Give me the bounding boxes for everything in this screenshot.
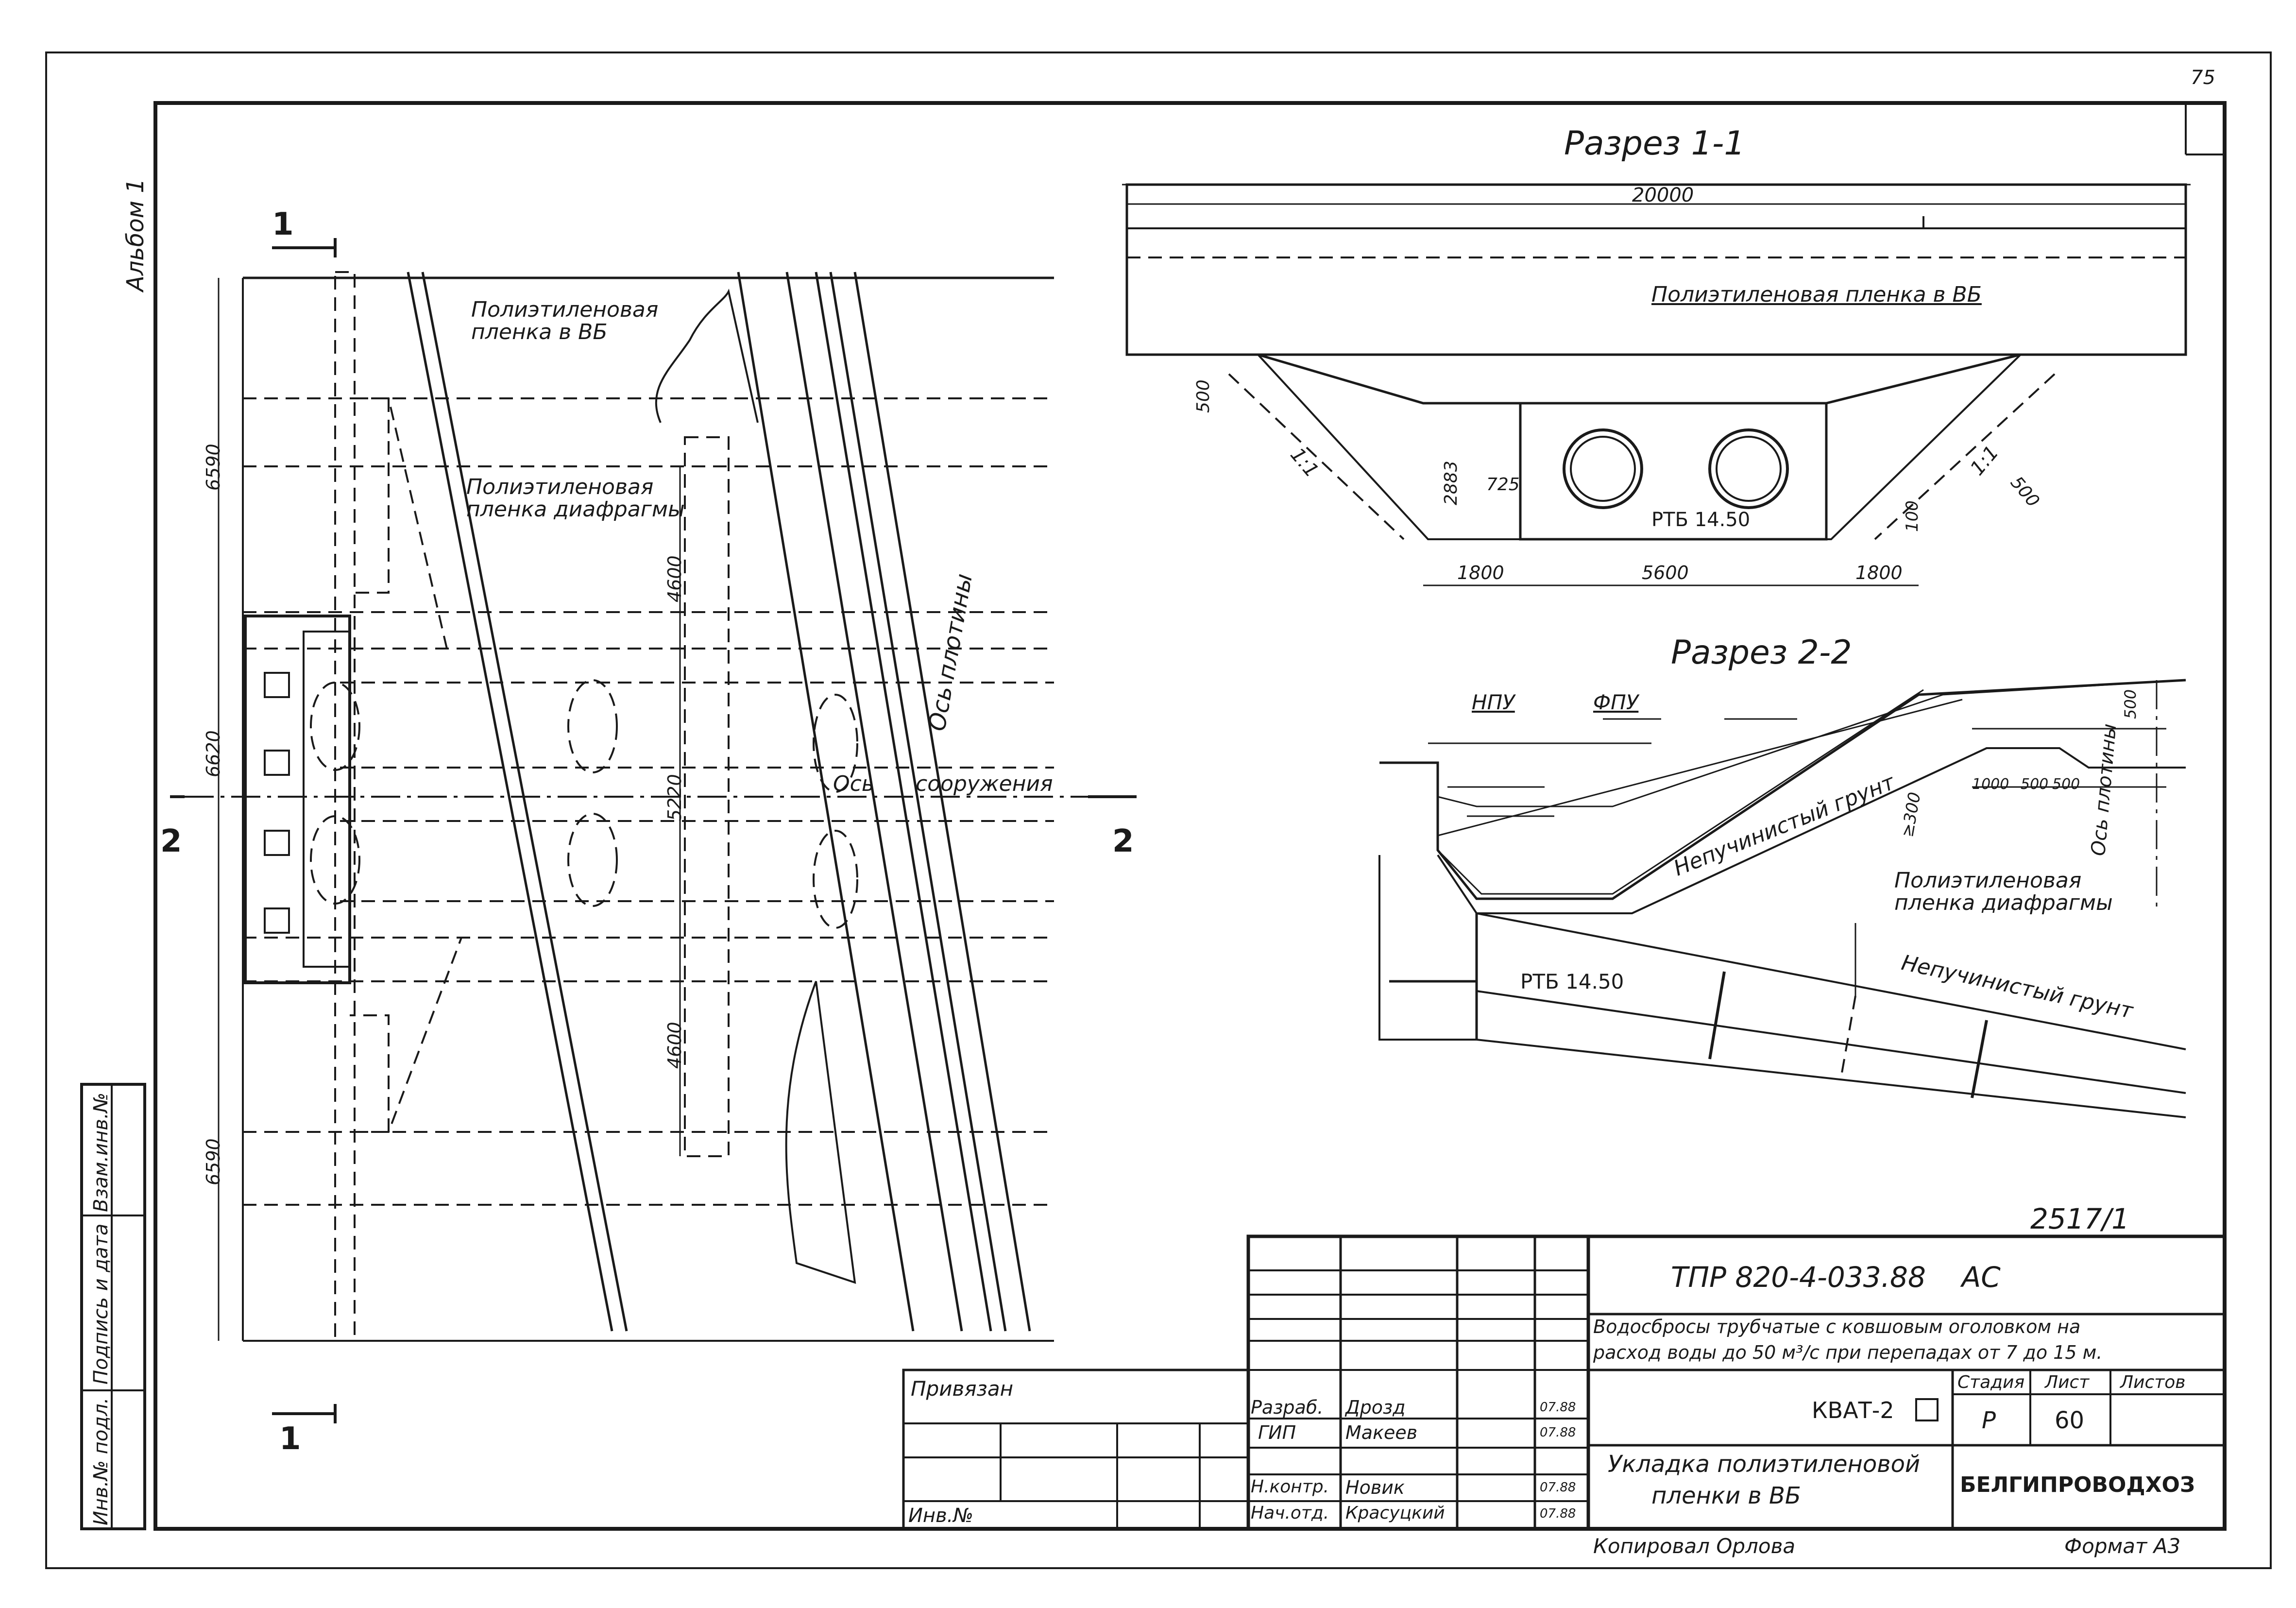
section-2-2-npu: НПУ [1472,690,1515,714]
section-1-1-title: Разрез 1-1 [1564,124,1745,163]
section-1-1-dim-2883: 2883 [1441,461,1461,505]
plan-dim-6590-bottom: 6590 [203,1138,224,1185]
side-stamp-inv-orig: Инв.№ подл. [90,1397,112,1525]
plan-label-film-vb: Полиэтиленовая пленка в ВБ [471,297,659,345]
stamp-bound-label: Привязан [911,1377,1014,1401]
section-2-2-pipe-label: РТБ 14.50 [1520,970,1624,993]
section-2-2-fpu: ФПУ [1593,690,1639,714]
side-stamp [80,1083,146,1530]
plan-dim-4600-top: 4600 [664,555,685,602]
stamp-date-4: 07.88 [1540,1506,1576,1521]
stamp-date-3: 07.88 [1540,1480,1576,1495]
stamp-drawing-title-2: пленки в ВБ [1651,1482,1801,1509]
side-stamp-replace-inv: Взам.инв.№ [90,1092,112,1212]
stamp-sheet-header: Лист [2045,1372,2090,1392]
section-1-1-dim-1800-right: 1800 [1855,562,1903,583]
section-2-2-dim-1000: 1000 [1972,776,2009,793]
section-1-1-dim-100: 100 [1903,500,1922,532]
stamp-name-3: Новик [1345,1477,1405,1498]
stamp-role-0: Разраб. [1251,1397,1324,1418]
section-1-1-dim-5600: 5600 [1642,562,1689,583]
plan-axis-structure-2: сооружения [916,771,1053,796]
stamp-stage-header: Стадия [1957,1372,2025,1392]
plan-section-mark-1-top: 1 [272,206,294,242]
section-1-1-dim-total: 20000 [1632,184,1694,206]
stamp-name-1: Макеев [1345,1422,1418,1443]
stamp-drawing-title-1: Укладка полиэтиленовой [1608,1451,1921,1478]
section-1-1-dim-500-left: 500 [1193,379,1213,413]
stamp-role-3: Н.контр. [1251,1477,1329,1497]
stamp-name-0: Дрозд [1345,1397,1406,1418]
stamp-project-title-1: Водосбросы трубчатые с ковшовым оголовко… [1593,1316,2081,1337]
stamp-sheets-header: Листов [2120,1372,2186,1392]
stamp-name-4: Красуцкий [1345,1503,1445,1523]
plan-view [170,238,1137,1423]
stamp-date-1: 07.88 [1540,1425,1576,1440]
plan-dim-6620: 6620 [203,730,224,777]
section-2-2-dim-500b: 500 [2052,776,2080,793]
plan-label-film-diaphragm: Полиэтиленовая пленка диафрагмы [466,475,685,522]
section-1-1-drawing [1122,183,2191,586]
plan-dim-6590-top: 6590 [203,444,224,491]
plan-dim-4600-bottom: 4600 [664,1022,685,1069]
plan-dim-5220: 5220 [664,774,685,821]
stamp-sheet-value: 60 [2055,1407,2085,1434]
title-block [902,1234,2227,1531]
section-2-2-label-film-diaphragm: Полиэтиленовая пленка диафрагмы [1894,868,2113,916]
page-corner-number: 75 [2191,67,2215,89]
stamp-inv-label: Инв.№ [908,1505,973,1527]
section-1-1-pipe-label: РТБ 14.50 [1651,509,1751,531]
stamp-role-4: Нач.отд. [1251,1503,1329,1523]
section-1-1-label-film-vb: Полиэтиленовая пленка в ВБ [1651,282,1982,307]
section-1-1-dim-725: 725 [1486,475,1520,495]
section-2-2-dim-500a: 500 [2021,776,2049,793]
stamp-stage-value: Р [1982,1407,1996,1434]
stamp-doc-code: ТПР 820-4-033.88 АС [1671,1261,2001,1294]
stamp-date-0: 07.88 [1540,1400,1576,1415]
stamp-role-1: ГИП [1258,1422,1296,1443]
stamp-archive-number: 2517/1 [2030,1202,2130,1235]
plan-section-mark-2-left: 2 [160,823,182,859]
stamp-format: Формат А3 [2064,1534,2181,1558]
section-2-2-dim-500: 500 [2121,689,2140,719]
stamp-project-title-2: расход воды до 50 м³/с при перепадах от … [1593,1342,2103,1363]
section-2-2-title: Разрез 2-2 [1671,633,1852,672]
side-stamp-sign-date: Подпись и дата [90,1223,112,1385]
album-label: Альбом 1 [122,178,149,291]
stamp-copied-by: Копировал Орлова [1593,1534,1796,1558]
plan-section-mark-2-right: 2 [1112,823,1134,859]
section-2-2-drawing [1378,679,2186,1118]
plan-axis-structure-1: Ось [833,771,874,796]
stamp-organization: БЕЛГИПРОВОДХОЗ [1960,1472,2195,1497]
stamp-object-code: КВАТ-2 [1812,1397,1894,1423]
plan-section-mark-1-bottom: 1 [279,1421,301,1457]
section-1-1-dim-1800-left: 1800 [1457,562,1504,583]
